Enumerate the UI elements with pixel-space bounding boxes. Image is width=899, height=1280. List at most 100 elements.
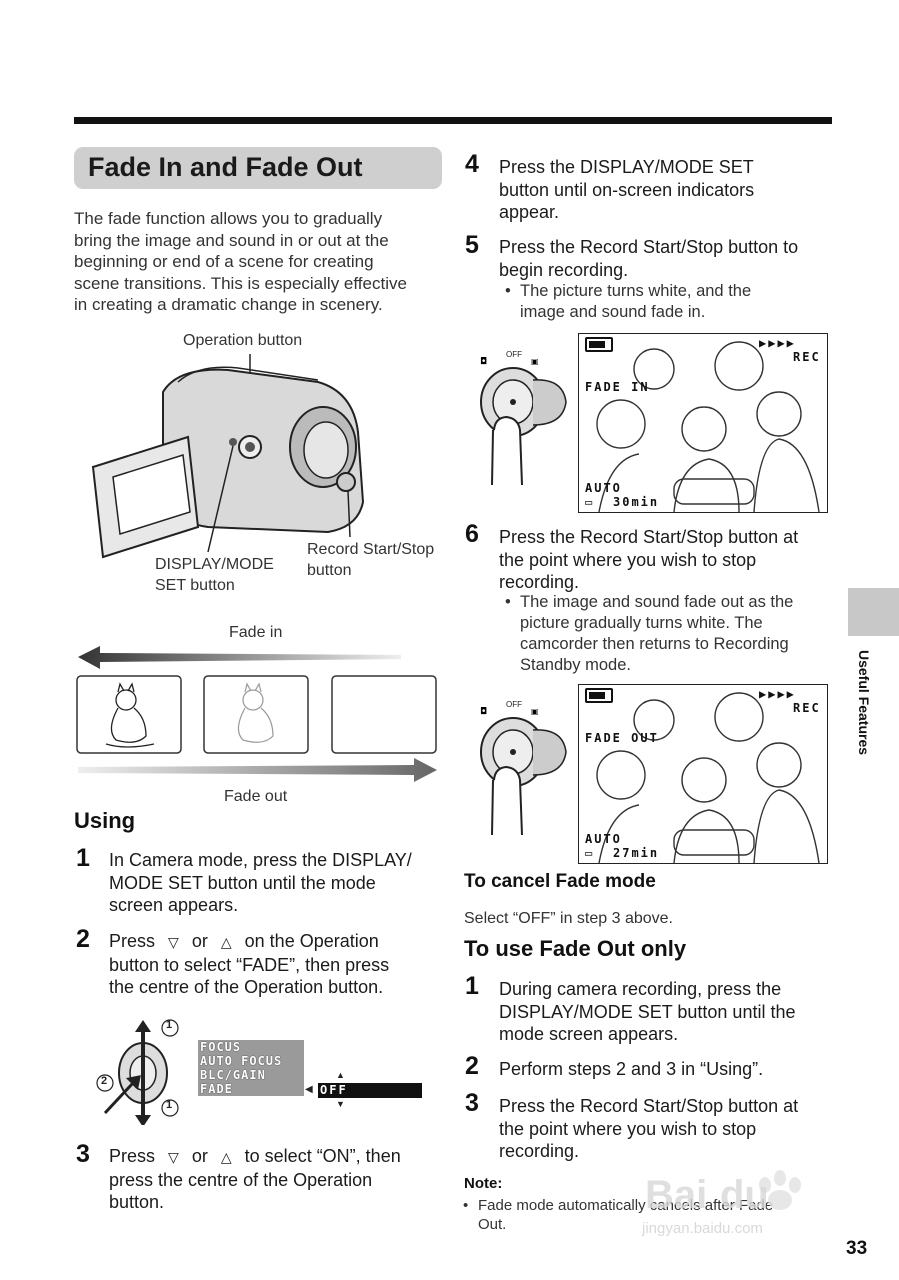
- step-text: or: [191, 1146, 208, 1166]
- step-6: Press the Record Start/Stop button at th…: [499, 526, 798, 594]
- marker-2: 2: [101, 1075, 108, 1087]
- fade-frame-full: [76, 675, 182, 754]
- menu-item: FOCUS: [200, 1040, 242, 1054]
- tape-indicator-icon: ▶▶▶▶: [759, 687, 796, 701]
- step-line: Press the DISPLAY/MODE SET: [499, 157, 754, 177]
- auto-indicator: AUTO: [585, 481, 622, 495]
- operation-dial-illustration: [96, 1019, 179, 1125]
- tape-icon: ▭: [585, 846, 595, 860]
- step-text: on the Operation: [244, 931, 379, 951]
- step-line: Press ▽ or △ to select “ON”, then: [109, 1145, 449, 1169]
- step-line: DISPLAY/MODE SET button until the: [499, 1001, 796, 1022]
- step-text: or: [191, 931, 208, 951]
- step-line: the point where you wish to stop: [499, 1118, 757, 1139]
- svg-text:jingyan.baidu.com: jingyan.baidu.com: [641, 1220, 763, 1237]
- dial-off-label: OFF: [506, 350, 522, 359]
- press-arrow-icon: [103, 1075, 141, 1115]
- step-line: Press the Record Start/Stop button at: [499, 527, 799, 547]
- intro-line: in creating a dramatic change in scenery…: [74, 295, 383, 314]
- fade-out-step-3: Press the Record Start/Stop button at th…: [499, 1095, 798, 1163]
- page-number: 33: [846, 1238, 868, 1259]
- step-number: 4: [465, 150, 479, 178]
- svg-text:Bai: Bai: [645, 1173, 707, 1217]
- step-number: 5: [465, 231, 479, 259]
- down-triangle-icon: ▽: [168, 1149, 179, 1165]
- step-line: recording.: [499, 1141, 580, 1161]
- fade-out-label: Fade out: [224, 788, 288, 805]
- intro-line: The fade function allows you to graduall…: [74, 209, 383, 228]
- step-text: Press: [109, 1146, 156, 1166]
- tape-indicator-icon: ▶▶▶▶: [759, 336, 796, 350]
- viewfinder-fade-in: ▶▶▶▶ REC FADE IN AUTO ▭ 30min: [578, 333, 828, 513]
- step-line: Press the Record Start/Stop button at: [499, 1096, 799, 1116]
- menu-left-icon: ◀: [305, 1084, 313, 1095]
- step-line: button.: [109, 1192, 165, 1212]
- step-number: 1: [465, 972, 479, 1000]
- svg-text:du: du: [720, 1173, 769, 1217]
- step-5-bullet: The picture turns white, and the image a…: [505, 281, 751, 323]
- step-text: Press: [109, 931, 156, 951]
- step-line: Perform steps 2 and 3 in “Using”.: [499, 1059, 764, 1079]
- mode-dial-illustration: ◘ ▣: [480, 357, 567, 486]
- marker-1: 1: [166, 1019, 173, 1031]
- bullet-line: Standby mode.: [520, 656, 631, 674]
- fade-in-arrow: [78, 646, 401, 669]
- camcorder-illustration: [91, 354, 365, 559]
- step-4: Press the DISPLAY/MODE SET button until …: [499, 156, 754, 224]
- display-mode-line: SET button: [155, 577, 235, 594]
- step-6-bullet: The image and sound fade out as the pict…: [505, 592, 793, 676]
- fade-in-label: Fade in: [229, 624, 283, 641]
- step-number: 6: [465, 520, 479, 548]
- note-text: Fade mode automatically cancels after Fa…: [463, 1196, 773, 1234]
- up-triangle-icon: △: [220, 1149, 232, 1165]
- auto-indicator: AUTO: [585, 832, 622, 846]
- step-line: press the centre of the Operation: [109, 1169, 373, 1190]
- side-tab-label: Useful Features: [850, 650, 876, 780]
- record-button-line: button: [307, 562, 352, 579]
- section-title-box: Fade In and Fade Out: [74, 147, 442, 189]
- up-down-arrow-icon: [135, 1020, 151, 1125]
- step-number: 2: [465, 1052, 479, 1080]
- family-illustration: [596, 692, 820, 863]
- fade-out-step-2: Perform steps 2 and 3 in “Using”.: [499, 1058, 763, 1081]
- down-triangle-icon: ▽: [168, 934, 179, 950]
- step-line: Press ▽ or △ on the Operation: [109, 930, 449, 954]
- using-heading: Using: [74, 808, 136, 833]
- play-icon: ▣: [531, 357, 539, 366]
- fade-out-step-1: During camera recording, press the DISPL…: [499, 978, 795, 1046]
- step-line: button until on-screen indicators: [499, 179, 755, 200]
- note-line: Out.: [478, 1216, 507, 1233]
- using-step-2: Press ▽ or △ on the Operation button to …: [109, 930, 449, 999]
- note-line: Fade mode automatically cancels after Fa…: [463, 1196, 773, 1215]
- rec-indicator: REC: [793, 350, 821, 364]
- step-text: to select “ON”, then: [244, 1146, 401, 1166]
- intro-line: beginning or end of a scene for creating: [74, 252, 374, 271]
- step-line: screen appears.: [109, 895, 239, 915]
- menu-up-icon: ▲: [336, 1070, 345, 1080]
- tape-icon: ▭: [585, 495, 595, 509]
- step-number: 3: [465, 1089, 479, 1117]
- fade-value: OFF: [318, 1083, 422, 1098]
- bullet-line: image and sound fade in.: [520, 303, 706, 321]
- top-rule: [74, 117, 832, 124]
- bullet-line: camcorder then returns to Recording: [520, 635, 789, 653]
- section-title: Fade In and Fade Out: [88, 152, 363, 182]
- remaining-time: 30min: [613, 495, 660, 509]
- cancel-text: Select “OFF” in step 3 above.: [464, 910, 673, 927]
- fade-menu: FOCUS AUTO FOCUS BLC/GAIN FADE: [198, 1040, 304, 1096]
- battery-icon: [585, 688, 613, 703]
- menu-down-icon: ▼: [336, 1099, 345, 1109]
- step-line: recording.: [499, 572, 580, 592]
- step-line: In Camera mode, press the DISPLAY/: [109, 850, 412, 870]
- fade-out-arrow: [78, 758, 437, 782]
- intro-line: bring the image and sound in or out at t…: [74, 230, 389, 250]
- family-illustration: [596, 341, 820, 512]
- step-line: MODE SET button until the mode: [109, 872, 376, 893]
- side-tab: [848, 588, 899, 636]
- menu-item: BLC/GAIN: [200, 1068, 266, 1082]
- viewfinder-fade-out: ▶▶▶▶ REC FADE OUT AUTO ▭ 27min: [578, 684, 828, 864]
- intro-paragraph: The fade function allows you to graduall…: [74, 208, 446, 316]
- dial-off-label: OFF: [506, 700, 522, 709]
- remaining-time: 27min: [613, 846, 660, 860]
- operation-button-label: Operation button: [183, 332, 303, 349]
